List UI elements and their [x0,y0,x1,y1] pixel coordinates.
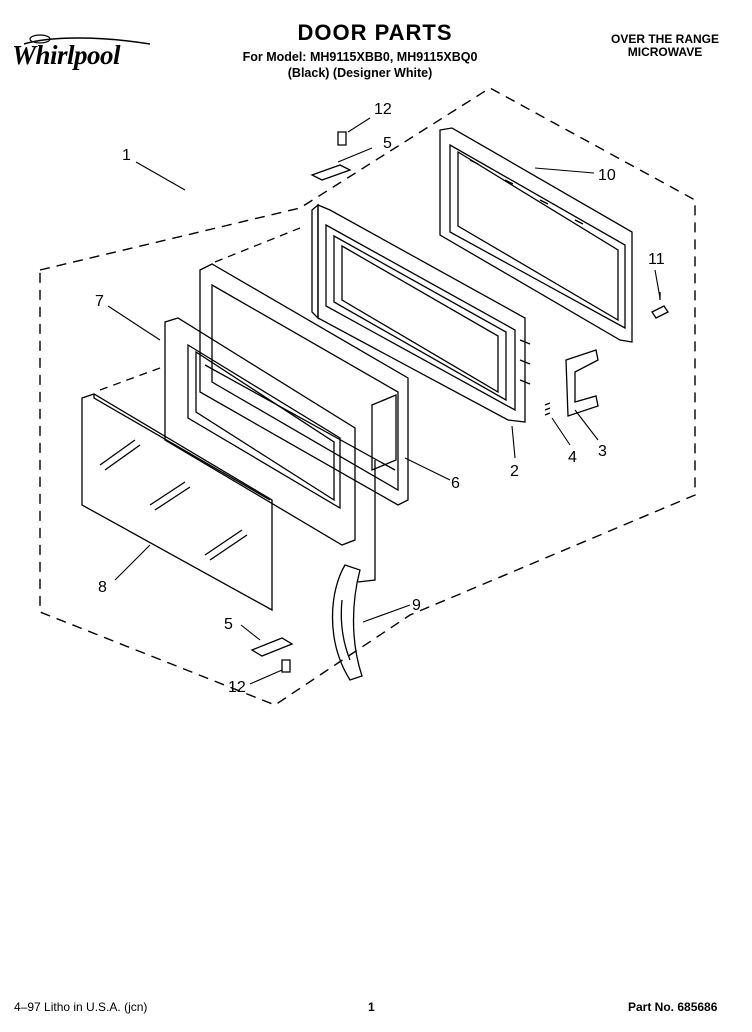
part-8-front-panel [81,393,273,612]
part-10-door-frame [439,127,633,343]
footer-litho: 4–97 Litho in U.S.A. (jcn) [14,1000,148,1014]
callout-2: 2 [510,463,519,480]
part-2-door-assembly [311,203,531,423]
callout-7: 7 [95,293,104,310]
callout-8: 8 [98,579,107,596]
footer-part-number: Part No. 685686 [628,1000,718,1014]
color-variants: (Black) (Designer White) [287,66,433,80]
part-3-latch [565,349,599,417]
callout-4: 4 [568,449,577,466]
callout-3: 3 [598,443,607,460]
callout-12-top: 12 [374,101,392,118]
callout-9: 9 [412,597,421,614]
assembly-boundary [39,87,696,706]
product-category-line2: MICROWAVE [627,45,703,59]
callout-5-top: 5 [383,135,392,152]
brand-wordmark: Whirlpool [12,40,121,70]
whirlpool-logo-icon [23,34,151,45]
callout-10: 10 [598,167,616,184]
part-12-screw-bottom [281,659,291,673]
callout-11: 11 [648,251,665,268]
part-7-frame-trim [164,317,356,546]
footer-page-number: 1 [368,1000,375,1014]
part-4-spring [544,402,551,416]
page-title: DOOR PARTS [297,20,453,45]
model-numbers: For Model: MH9115XBB0, MH9115XBQ0 [242,50,478,64]
callout-5-bottom: 5 [224,616,233,633]
part-5-hinge-top [310,164,352,181]
product-category-line1: OVER THE RANGE [610,32,719,46]
callout-6: 6 [451,475,460,492]
part-9-door-handle [331,460,376,681]
part-12-screw-top [337,131,347,146]
part-6-door-panel [199,263,409,506]
callout-12-bottom: 12 [228,679,246,696]
callout-1: 1 [122,147,131,164]
part-5-hinge-bottom [250,637,294,657]
